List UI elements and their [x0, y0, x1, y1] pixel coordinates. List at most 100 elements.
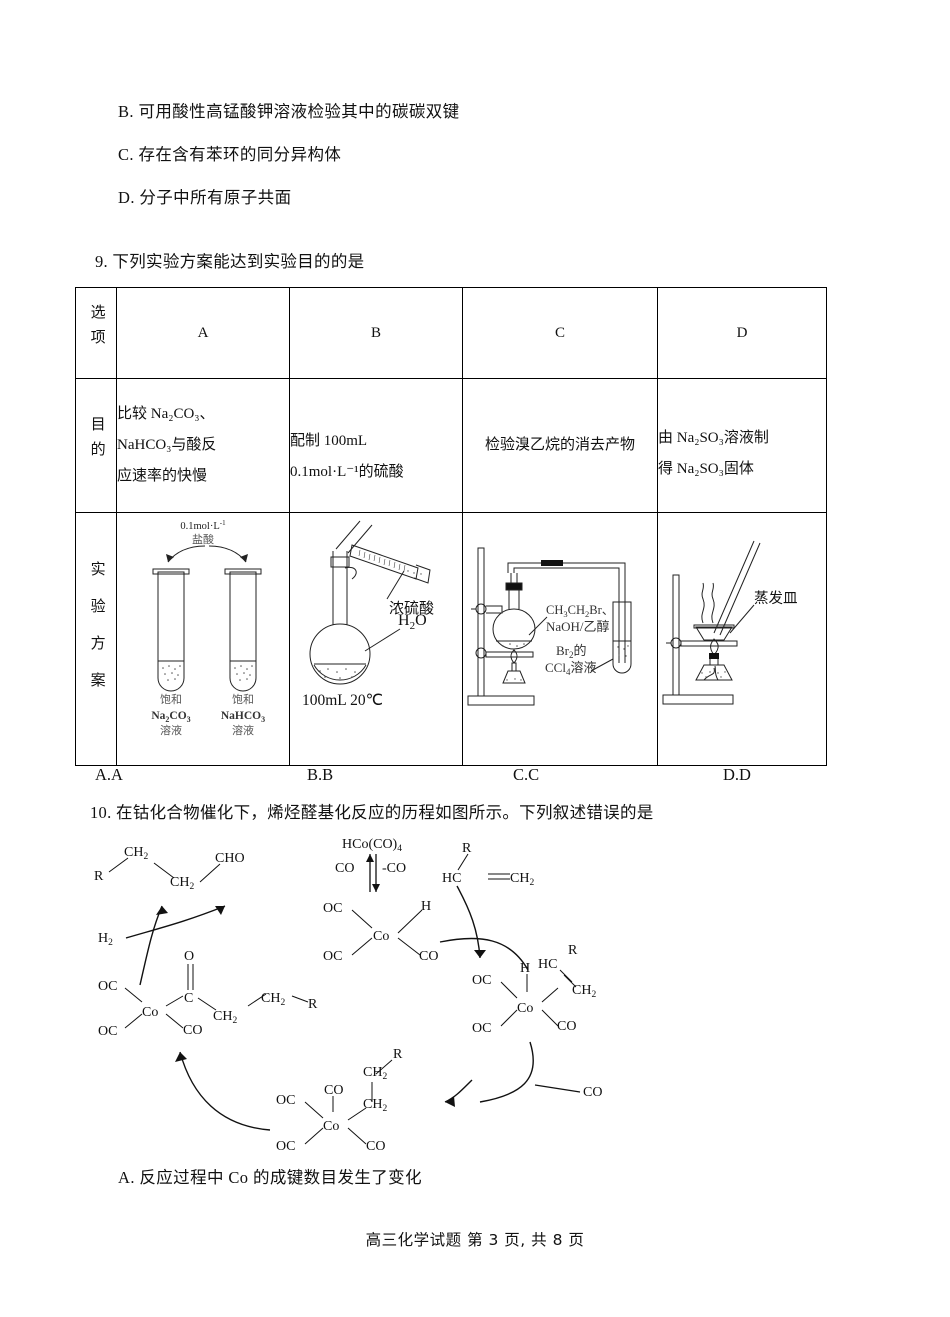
option-b-text: 可用酸性高锰酸钾溶液检验其中的碳碳双键: [138, 102, 460, 121]
svg-text:OC: OC: [472, 1021, 491, 1036]
svg-text:OC: OC: [323, 949, 342, 964]
svg-text:CH2: CH2: [510, 871, 534, 888]
question-9-text: 下列实验方案能达到实验目的的是: [112, 252, 365, 271]
scheme-cell-d: 蒸发皿: [657, 512, 827, 766]
experiment-table: 选项 A B C D 目的 比较 Na₂CO₃、 NaHCO₃与酸反 应速率的快…: [75, 287, 827, 766]
answer-c[interactable]: C.C: [513, 765, 540, 784]
option-d-label: D.: [118, 188, 135, 207]
answer-d[interactable]: D.D: [723, 765, 751, 784]
label-bromoethane: CH3CH2Br、: [546, 602, 614, 619]
svg-text:R: R: [393, 1047, 403, 1062]
scheme-cell-c: CH3CH2Br、 NaOH/乙醇 Br2的 CCl4溶液: [462, 512, 658, 766]
option-d-line: D. 分子中所有原子共面: [118, 188, 292, 207]
svg-text:CH2: CH2: [572, 983, 596, 1000]
svg-text:R: R: [94, 869, 104, 884]
svg-text:CO: CO: [366, 1139, 385, 1154]
label-br2: Br2的: [556, 643, 587, 660]
svg-text:CO: CO: [557, 1019, 576, 1034]
question-9-number: 9.: [95, 252, 108, 271]
table-row-purpose: 目的 比较 Na₂CO₃、 NaHCO₃与酸反 应速率的快慢 配制 100mL …: [75, 378, 827, 513]
label-flask-spec: 100mL 20℃: [302, 692, 383, 709]
svg-text:OC: OC: [98, 1024, 117, 1039]
label-h2: H2: [98, 931, 113, 948]
option-b-line: B. 可用酸性高锰酸钾溶液检验其中的碳碳双键: [118, 102, 460, 121]
column-header-a: A: [116, 287, 290, 379]
svg-text:Co: Co: [323, 1119, 339, 1134]
svg-text:饱和: 饱和: [160, 692, 182, 706]
question-10-number: 10.: [90, 803, 112, 822]
svg-text:OC: OC: [98, 979, 117, 994]
scheme-cell-a: 0.1mol·L-1 盐酸 饱和 Na2CO3 溶液 饱和 NaHCO3 溶液: [116, 512, 290, 766]
purpose-cell-b: 配制 100mL 0.1mol·L⁻¹的硫酸: [289, 378, 463, 513]
row-label-options: 选项: [75, 287, 117, 379]
diagram-a: 0.1mol·L-1 盐酸 饱和 Na2CO3 溶液 饱和 NaHCO3 溶液: [117, 513, 289, 765]
question-9-answers: A.A B.B C.C D.D: [0, 765, 950, 787]
purpose-cell-d: 由 Na₂SO₃溶液制 得 Na₂SO₃固体: [657, 378, 827, 513]
diagram-c: CH3CH2Br、 NaOH/乙醇 Br2的 CCl4溶液: [463, 513, 657, 765]
option-c-text: 存在含有苯环的同分异构体: [138, 145, 342, 164]
svg-text:H: H: [421, 899, 431, 914]
svg-text:溶液: 溶液: [160, 723, 182, 737]
question-10-text: 在钴化合物催化下，烯烃醛基化反应的历程如图所示。下列叙述错误的是: [115, 803, 654, 822]
question-10-stem: 10. 在钴化合物催化下，烯烃醛基化反应的历程如图所示。下列叙述错误的是: [90, 803, 654, 822]
label-catalyst: HCo(CO)4: [342, 837, 402, 854]
svg-text:C: C: [184, 991, 193, 1006]
column-header-d: D: [657, 287, 827, 379]
catalytic-cycle-diagram: HCo(CO)4 CO -CO OC OC Co: [80, 830, 700, 1170]
svg-text:CH2: CH2: [363, 1097, 387, 1114]
svg-text:CO: CO: [183, 1023, 202, 1038]
column-header-c: C: [462, 287, 658, 379]
svg-text:R: R: [462, 841, 472, 856]
svg-text:OC: OC: [472, 973, 491, 988]
svg-text:Co: Co: [373, 929, 389, 944]
purpose-a-line1: 比较 Na₂CO₃、: [117, 406, 215, 423]
svg-text:HC: HC: [442, 871, 461, 886]
option-c-line: C. 存在含有苯环的同分异构体: [118, 145, 342, 164]
purpose-cell-c: 检验溴乙烷的消去产物: [462, 378, 658, 513]
svg-text:HC: HC: [538, 957, 557, 972]
label-naoh-ethanol: NaOH/乙醇: [546, 619, 610, 635]
label-concentrated-acid: 浓硫酸: [389, 599, 434, 617]
svg-text:0.1mol·L-1: 0.1mol·L-1: [180, 519, 226, 532]
svg-text:CO: CO: [324, 1083, 343, 1098]
label-water: H2O: [398, 612, 427, 632]
purpose-d-line1: 由 Na₂SO₃溶液制: [658, 429, 769, 446]
label-co-free: CO: [583, 1085, 602, 1100]
svg-text:饱和: 饱和: [232, 692, 254, 706]
label-co-out: -CO: [382, 861, 406, 876]
answer-b[interactable]: B.B: [307, 765, 334, 784]
option-b-label: B.: [118, 102, 134, 121]
svg-text:O: O: [184, 949, 194, 964]
page-footer: 高三化学试题 第 3 页, 共 8 页: [365, 1231, 585, 1249]
purpose-d-line2: 得 Na₂SO₃固体: [658, 460, 754, 477]
label-ccl4: CCl4溶液: [545, 660, 596, 677]
option-d-text: 分子中所有原子共面: [139, 188, 292, 207]
answer-a[interactable]: A.A: [95, 765, 123, 784]
purpose-a-line2: NaHCO₃与酸反: [117, 437, 217, 454]
q10-option-a-text: 反应过程中 Co 的成键数目发生了变化: [139, 1168, 422, 1187]
svg-text:Na2CO3: Na2CO3: [151, 710, 190, 724]
row-label-purpose: 目的: [75, 378, 117, 513]
svg-text:CH2: CH2: [363, 1065, 387, 1082]
label-aldehyde: CHO: [215, 851, 245, 866]
table-row-scheme: 实验方案: [75, 512, 827, 766]
option-c-label: C.: [118, 145, 134, 164]
label-evaporating-dish: 蒸发皿: [754, 590, 798, 607]
svg-text:OC: OC: [276, 1139, 295, 1154]
svg-text:OC: OC: [276, 1093, 295, 1108]
svg-text:溶液: 溶液: [232, 723, 254, 737]
svg-text:CH2: CH2: [124, 845, 148, 862]
svg-text:盐酸: 盐酸: [192, 532, 214, 546]
purpose-b-line1: 配制 100mL: [290, 432, 368, 449]
purpose-cell-a: 比较 Na₂CO₃、 NaHCO₃与酸反 应速率的快慢: [116, 378, 290, 513]
diagram-d: 蒸发皿: [658, 513, 826, 765]
svg-text:CH2: CH2: [170, 875, 194, 892]
svg-text:Co: Co: [142, 1005, 158, 1020]
purpose-b-line2: 0.1mol·L⁻¹的硫酸: [290, 463, 404, 480]
diagram-b: 浓硫酸 H2O 100mL 20℃: [290, 513, 462, 765]
svg-text:R: R: [568, 943, 578, 958]
scheme-cell-b: 浓硫酸 H2O 100mL 20℃: [289, 512, 463, 766]
question-9-stem: 9. 下列实验方案能达到实验目的的是: [95, 252, 365, 271]
svg-text:CH2: CH2: [261, 991, 285, 1008]
q10-option-a-label: A.: [118, 1168, 135, 1187]
